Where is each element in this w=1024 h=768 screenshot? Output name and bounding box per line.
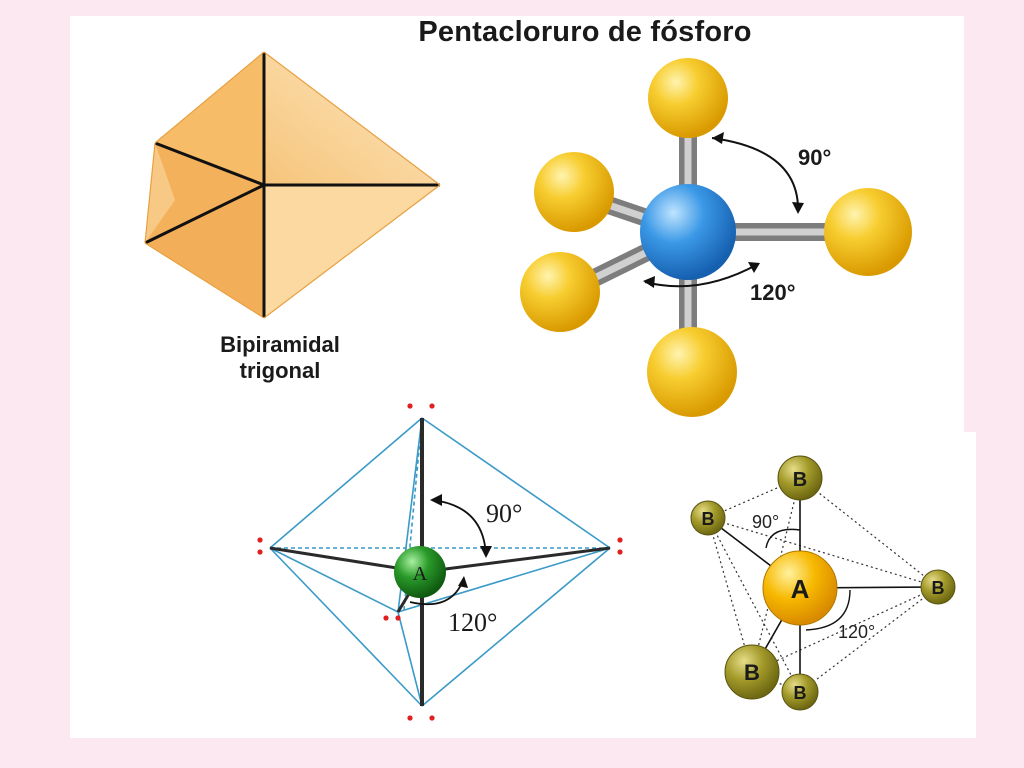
lewis-bipyramid-model (257, 403, 623, 721)
ab-equatorial-angle: 120° (838, 622, 875, 642)
ab-axial-angle: 90° (752, 512, 779, 532)
ligand-atom-top (777, 455, 823, 501)
central-atom-orange (762, 550, 838, 626)
ab-label-right: B (932, 578, 945, 598)
ball-stick-axial-angle: 90° (798, 145, 831, 170)
content-panel-extension (964, 432, 976, 738)
chlorine-atom-back-left (534, 152, 614, 232)
phosphorus-atom (640, 184, 736, 280)
ligand-atom-bottom (781, 673, 819, 711)
lewis-central-atom-label: A (413, 563, 428, 585)
chlorine-atom-bottom (647, 327, 737, 417)
ab-label-central: A (791, 574, 810, 604)
central-atom-green (394, 546, 446, 598)
chlorine-atom-top (648, 58, 728, 138)
lewis-axial-angle: 90° (486, 499, 522, 528)
ab-label-front: B (744, 660, 760, 685)
shape-label-line1: Bipiramidal (220, 332, 340, 357)
ab-label-top: B (793, 469, 807, 491)
chlorine-atom-right (824, 188, 912, 276)
ligand-atom-right (920, 569, 956, 605)
ab-label-left: B (702, 509, 715, 529)
ligand-atom-front (724, 644, 780, 700)
page-title: Pentacloruro de fósforo (418, 16, 752, 48)
chlorine-atom-front-left (520, 252, 600, 332)
ball-stick-equatorial-angle: 120° (750, 280, 796, 305)
ab5-model (690, 455, 956, 711)
ligand-atom-left (690, 500, 726, 536)
shape-label-line2: trigonal (240, 358, 321, 383)
ball-and-stick-model (520, 58, 912, 417)
ab-label-bottom: B (794, 683, 807, 703)
trigonal-bipyramid-polyhedron (144, 51, 441, 319)
lewis-equatorial-angle: 120° (448, 608, 497, 637)
